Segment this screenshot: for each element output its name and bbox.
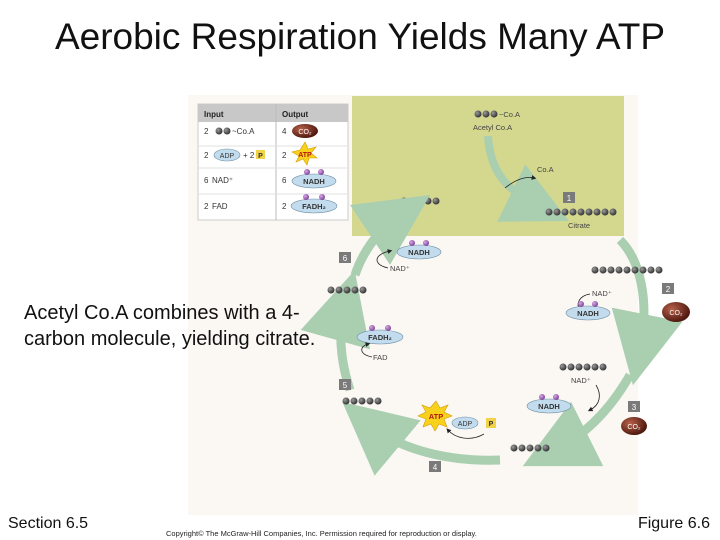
row2-in-p: P — [258, 153, 263, 160]
isocitrate-beads — [592, 267, 663, 274]
step6-nad-label: NAD⁺ — [390, 264, 410, 273]
row4-out-num: 2 — [282, 202, 287, 211]
row1-out-label: CO₂ — [298, 129, 312, 136]
step2-co2-label: CO₂ — [669, 310, 683, 317]
row3-out-num: 6 — [282, 176, 287, 185]
input-output-table: Input Output 2 ~Co.A 4 CO₂ 2 ADP + 2 P 2… — [198, 104, 348, 220]
caption-text: Acetyl Co.A combines with a 4-carbon mol… — [24, 300, 324, 352]
row2-in-num: 2 — [204, 151, 209, 160]
step-5: 5 — [343, 381, 348, 390]
step-1: 1 — [567, 194, 572, 203]
row2-in-label: ADP — [220, 153, 235, 160]
row1-in-label: ~Co.A — [232, 127, 255, 136]
row2-out-label: ATP — [298, 152, 312, 159]
step3-nad-label: NAD⁺ — [571, 376, 591, 385]
row1-out-num: 4 — [282, 127, 287, 136]
step2-nad-label: NAD⁺ — [592, 289, 612, 298]
row4-in-label: FAD — [212, 202, 228, 211]
coa-top-label: ~Co.A — [499, 110, 520, 119]
step-3: 3 — [632, 403, 637, 412]
citrate-label: Citrate — [568, 221, 590, 230]
left-beads-lower — [343, 398, 382, 405]
input-header: Input — [204, 110, 224, 119]
row2-out-num: 2 — [282, 151, 287, 160]
step3-co2-label: CO₂ — [627, 424, 641, 431]
copyright-notice: Copyright© The McGraw-Hill Companies, In… — [166, 529, 477, 538]
step4-p-label: P — [489, 421, 494, 428]
step-6: 6 — [343, 254, 348, 263]
row3-out-label: NADH — [303, 177, 325, 186]
acetyl-coa-label: Acetyl Co.A — [473, 123, 512, 132]
row2-in-extra: + 2 — [243, 151, 255, 160]
row3-in-num: 6 — [204, 176, 209, 185]
row4-in-num: 2 — [204, 202, 209, 211]
left-beads-upper — [328, 287, 367, 294]
step3-nadh-label: NADH — [538, 402, 560, 411]
step-2: 2 — [666, 285, 671, 294]
row1-in-num: 2 — [204, 127, 209, 136]
row3-in-label: NAD⁺ — [212, 176, 233, 185]
step4-atp-label: ATP — [429, 412, 443, 421]
coa-release-label: Co.A — [537, 165, 554, 174]
output-header: Output — [282, 110, 309, 119]
oxaloacetate-beads — [401, 198, 440, 205]
step4-adp-label: ADP — [458, 421, 473, 428]
figure-label: Figure 6.6 — [638, 515, 710, 533]
step5-fad-label: FAD — [373, 353, 388, 362]
step2-nadh-label: NADH — [577, 309, 599, 318]
bottom-beads — [511, 445, 550, 452]
step5-fadh2-label: FADH₂ — [368, 333, 392, 342]
row4-out-label: FADH₂ — [302, 202, 326, 211]
step6-nadh-label: NADH — [408, 248, 430, 257]
step-4: 4 — [433, 463, 438, 472]
section-label: Section 6.5 — [8, 515, 88, 533]
